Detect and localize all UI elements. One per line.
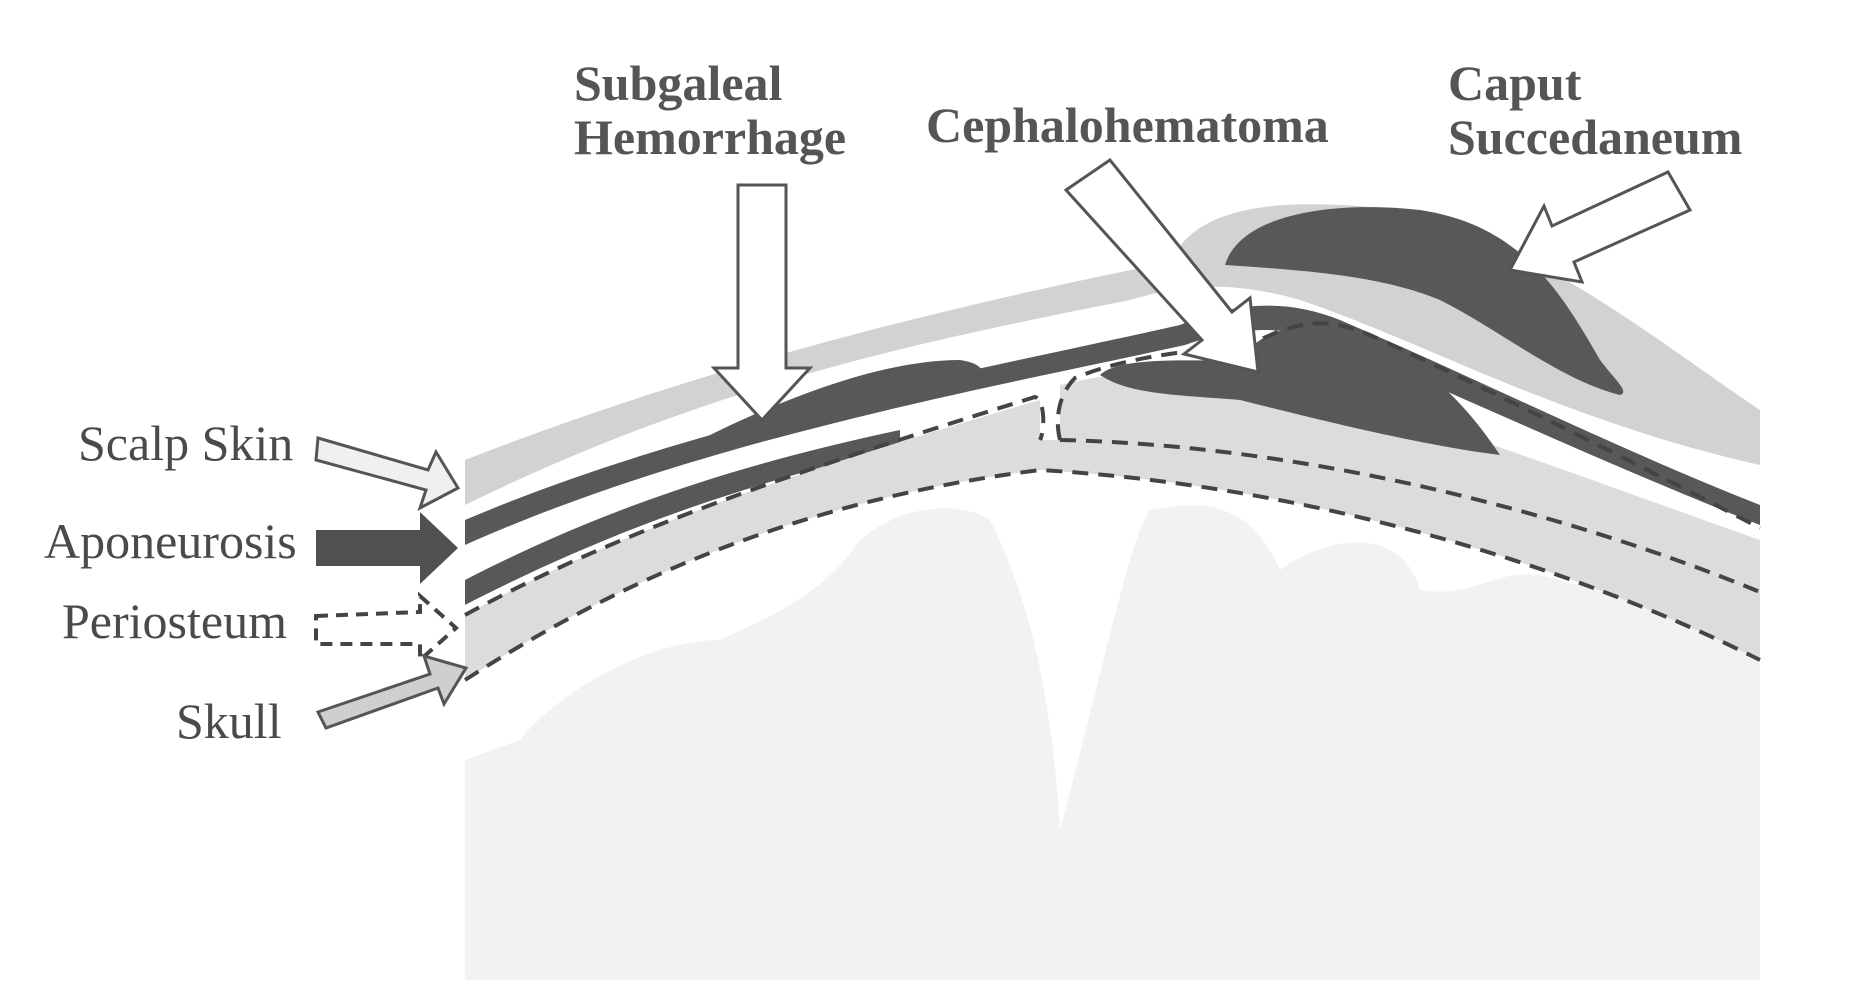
caput-succedaneum-label: Caput Succedaneum bbox=[1448, 56, 1742, 164]
aponeurosis-label: Aponeurosis bbox=[44, 513, 297, 569]
scalp-skin-label: Scalp Skin bbox=[78, 415, 294, 471]
cephalohematoma-label: Cephalohematoma bbox=[926, 97, 1329, 153]
skull-arrow bbox=[315, 653, 469, 730]
caput-label-line2: Succedaneum bbox=[1448, 109, 1743, 165]
subgaleal-hemorrhage-fluid bbox=[700, 360, 983, 445]
subgaleal-arrow bbox=[710, 183, 814, 423]
skull-layer bbox=[465, 400, 1760, 680]
periosteum-lines bbox=[463, 321, 1761, 682]
caput-label-line1: Caput bbox=[1448, 55, 1582, 111]
subgaleal-hemorrhage-label: Subgaleal Hemorrhage bbox=[574, 56, 846, 164]
periosteum-arrow bbox=[314, 591, 460, 665]
subgaleal-label-line1: Subgaleal bbox=[574, 55, 783, 111]
skull-label: Skull bbox=[176, 693, 282, 749]
caput-arrow bbox=[1507, 170, 1693, 284]
cephalohematoma-fluid bbox=[1100, 326, 1500, 455]
scalp-skin-arrow bbox=[314, 436, 461, 512]
caput-succedaneum-fluid bbox=[1225, 207, 1624, 395]
subgaleal-label-line2: Hemorrhage bbox=[574, 109, 847, 165]
periosteum-label: Periosteum bbox=[62, 593, 287, 649]
aponeurosis-arrow bbox=[316, 512, 458, 584]
aponeurosis-thick bbox=[465, 430, 900, 605]
ghost-background bbox=[465, 505, 1760, 980]
cephalohematoma-arrow bbox=[1063, 157, 1260, 374]
